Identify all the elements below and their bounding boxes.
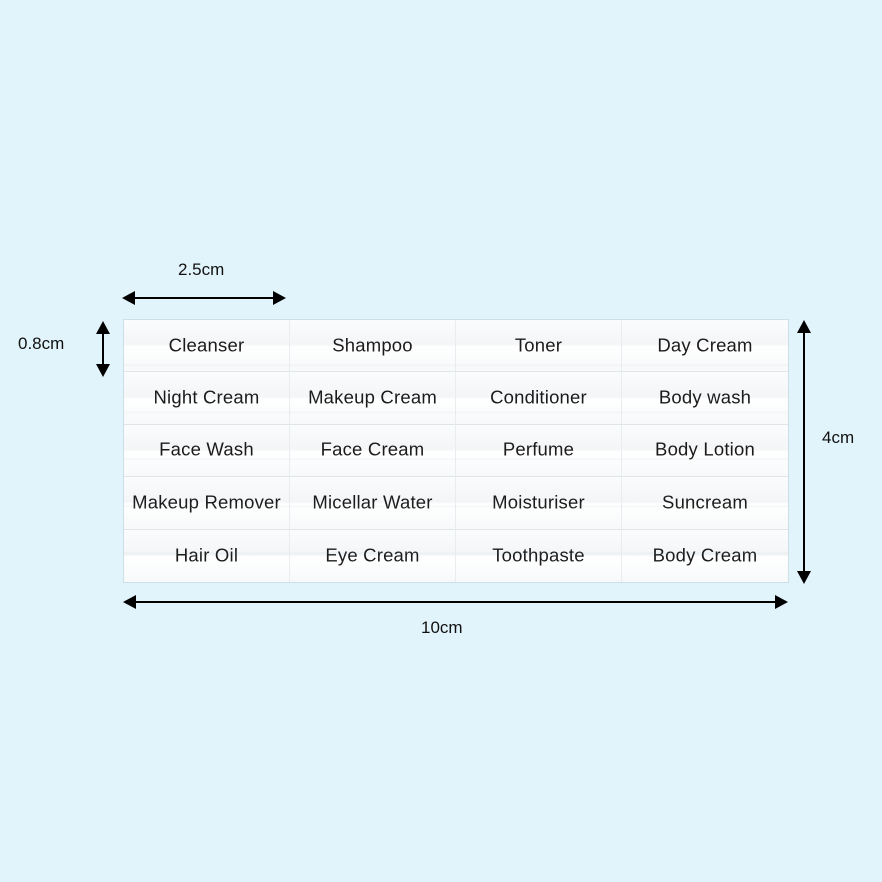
arrow-head-up-icon — [96, 321, 110, 334]
dimension-label-sheet-width: 10cm — [421, 618, 463, 637]
label-cell: Suncream — [622, 477, 788, 530]
label-text: Face Cream — [320, 438, 425, 460]
dimension-line-sheet-width — [133, 601, 778, 603]
label-cell: Shampoo — [290, 320, 456, 373]
label-text: Hair Oil — [174, 544, 239, 566]
arrow-head-left-icon — [122, 291, 135, 305]
label-text: Makeup Remover — [132, 491, 281, 513]
label-cell: Perfume — [456, 424, 622, 478]
label-cell: Hair Oil — [124, 529, 290, 582]
dimension-label-label-width: 2.5cm — [178, 260, 225, 279]
dimension-line-label-width — [131, 297, 276, 299]
label-cell: Moisturiser — [456, 477, 622, 530]
dimension-line-label-height — [102, 331, 104, 367]
label-text: Cleanser — [168, 334, 245, 356]
label-cell: Body Lotion — [622, 424, 788, 478]
label-text: Eye Cream — [325, 544, 420, 566]
label-text: Toner — [514, 334, 563, 356]
arrow-head-down-icon — [797, 571, 811, 584]
label-text: Day Cream — [657, 334, 753, 356]
label-cell: Conditioner — [456, 372, 622, 425]
label-cell: Micellar Water — [290, 477, 456, 530]
label-text: Face Wash — [159, 438, 254, 460]
label-text: Conditioner — [490, 386, 587, 408]
label-sheet: Cleanser Shampoo Toner Day Cream Night C… — [124, 320, 788, 582]
label-cell: Face Cream — [290, 424, 456, 478]
label-cell: Body Cream — [622, 529, 788, 582]
label-text: Micellar Water — [312, 491, 433, 513]
arrow-head-left-icon — [123, 595, 136, 609]
label-cell: Cleanser — [124, 320, 290, 373]
dimension-label-label-height: 0.8cm — [18, 334, 65, 353]
label-text: Perfume — [502, 438, 575, 460]
label-cell: Eye Cream — [290, 529, 456, 582]
label-cell: Makeup Cream — [290, 372, 456, 425]
label-cell: Face Wash — [124, 424, 290, 478]
dimension-line-sheet-height — [803, 331, 805, 574]
arrow-head-down-icon — [96, 364, 110, 377]
arrow-head-up-icon — [797, 320, 811, 333]
label-text: Body wash — [658, 386, 752, 408]
dimension-label-sheet-height: 4cm — [822, 428, 855, 447]
arrow-head-right-icon — [273, 291, 286, 305]
label-text: Makeup Cream — [308, 386, 437, 408]
label-text: Body Lotion — [655, 438, 755, 460]
label-text: Night Cream — [153, 386, 260, 408]
label-cell: Body wash — [622, 372, 788, 425]
label-text: Suncream — [662, 491, 748, 513]
label-cell: Day Cream — [622, 320, 788, 373]
label-text: Moisturiser — [492, 491, 585, 513]
arrow-head-right-icon — [775, 595, 788, 609]
label-cell: Makeup Remover — [124, 477, 290, 530]
label-text: Toothpaste — [492, 544, 585, 566]
label-cell: Toothpaste — [456, 529, 622, 582]
label-cell: Night Cream — [124, 372, 290, 425]
label-text: Shampoo — [332, 334, 413, 356]
label-cell: Toner — [456, 320, 622, 373]
label-text: Body Cream — [652, 544, 758, 566]
